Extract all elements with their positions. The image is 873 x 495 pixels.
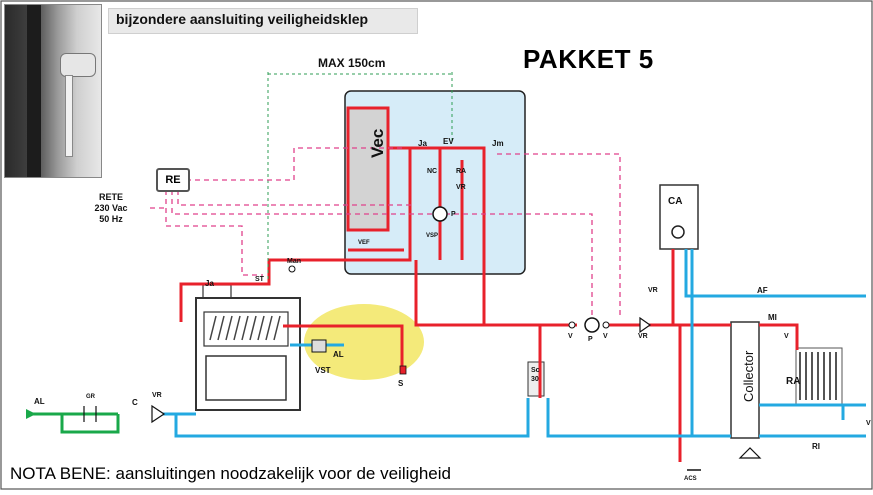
sc30-label: Sc 30 (531, 367, 540, 383)
stove-coil (209, 315, 281, 341)
check-valve-vr2-icon (639, 316, 652, 334)
stove-coil-box (203, 311, 289, 347)
label-p1: P (588, 336, 593, 343)
header-box (108, 8, 418, 34)
label-ja-top: Ja (418, 139, 427, 148)
drain-icon (738, 447, 762, 459)
radiator (795, 347, 843, 405)
check-valve-vr-icon (151, 404, 166, 424)
collector-box (730, 321, 760, 439)
label-v1: V (568, 333, 573, 340)
label-gr: GR (86, 394, 95, 400)
label-ev: EV (443, 137, 454, 146)
inlet-group-icon (83, 406, 97, 422)
label-vr3: VR (648, 287, 658, 294)
label-ri: RI (812, 442, 820, 451)
manometer-icon (288, 265, 296, 273)
label-p-small: P (451, 211, 456, 218)
safety-valve-highlight (304, 304, 424, 380)
water-inlet (32, 412, 120, 434)
package-title: PAKKET 5 (523, 44, 654, 74)
valve-photo (4, 4, 102, 178)
boiler-ca-label: CA (668, 196, 683, 207)
heating-unit-box (344, 90, 526, 275)
valve-v2-icon (602, 321, 610, 329)
label-mi: MI (768, 313, 777, 322)
label-jm: Jm (492, 139, 504, 148)
safety-valve-icon (399, 365, 407, 375)
collector-label: Collector (741, 350, 756, 402)
cold-water-pipes (153, 249, 866, 438)
valve-v1-icon (568, 321, 576, 329)
inlet-arrow-icon (26, 409, 36, 419)
label-c: C (132, 398, 138, 407)
label-acs: ACS (684, 476, 697, 482)
label-vr-inlet: VR (152, 392, 162, 399)
max-150-dimension (267, 72, 453, 282)
label-vsp: VSP (426, 233, 439, 239)
label-s: S (398, 379, 404, 388)
label-v4: V (866, 420, 871, 427)
label-ra-small: RA (456, 168, 467, 175)
vst-valve-icon (311, 339, 327, 353)
controller-re: RE (156, 168, 190, 192)
power-supply-label: RETE 230 Vac 50 Hz (86, 192, 136, 225)
label-af: AF (757, 286, 768, 295)
label-al-valve: AL (333, 350, 344, 359)
header-title: bijzondere aansluiting veiligheidsklep (116, 11, 369, 27)
expansion-vessel (346, 106, 390, 232)
vessel-label: Vec (368, 128, 387, 158)
label-vr-small: VR (456, 184, 466, 191)
label-vr2: VR (638, 333, 648, 340)
safety-note: NOTA BENE: aansluitingen noodzakelijk vo… (10, 464, 451, 483)
label-st: ST (255, 276, 264, 283)
stove-door (205, 355, 287, 401)
label-vef: VEF (358, 240, 370, 246)
label-al-inlet: AL (34, 397, 45, 406)
boiler-pump-icon (671, 225, 685, 239)
label-vst: VST (315, 366, 331, 375)
control-wiring (150, 147, 621, 322)
rete-line1: RETE (98, 192, 123, 202)
rete-line3: 50 Hz (99, 214, 123, 224)
dimension-label: MAX 150cm (318, 56, 386, 70)
label-ja-stove: Ja (205, 279, 214, 288)
boiler-ca (659, 184, 699, 250)
rete-line2: 230 Vac (94, 203, 128, 213)
label-man: Man (287, 258, 301, 265)
label-nc: NC (427, 168, 438, 175)
radiator-label: RA (786, 376, 801, 387)
label-v2: V (603, 333, 608, 340)
pump-icon (432, 206, 448, 222)
pump-p-icon (584, 317, 600, 333)
label-v3: V (784, 333, 789, 340)
